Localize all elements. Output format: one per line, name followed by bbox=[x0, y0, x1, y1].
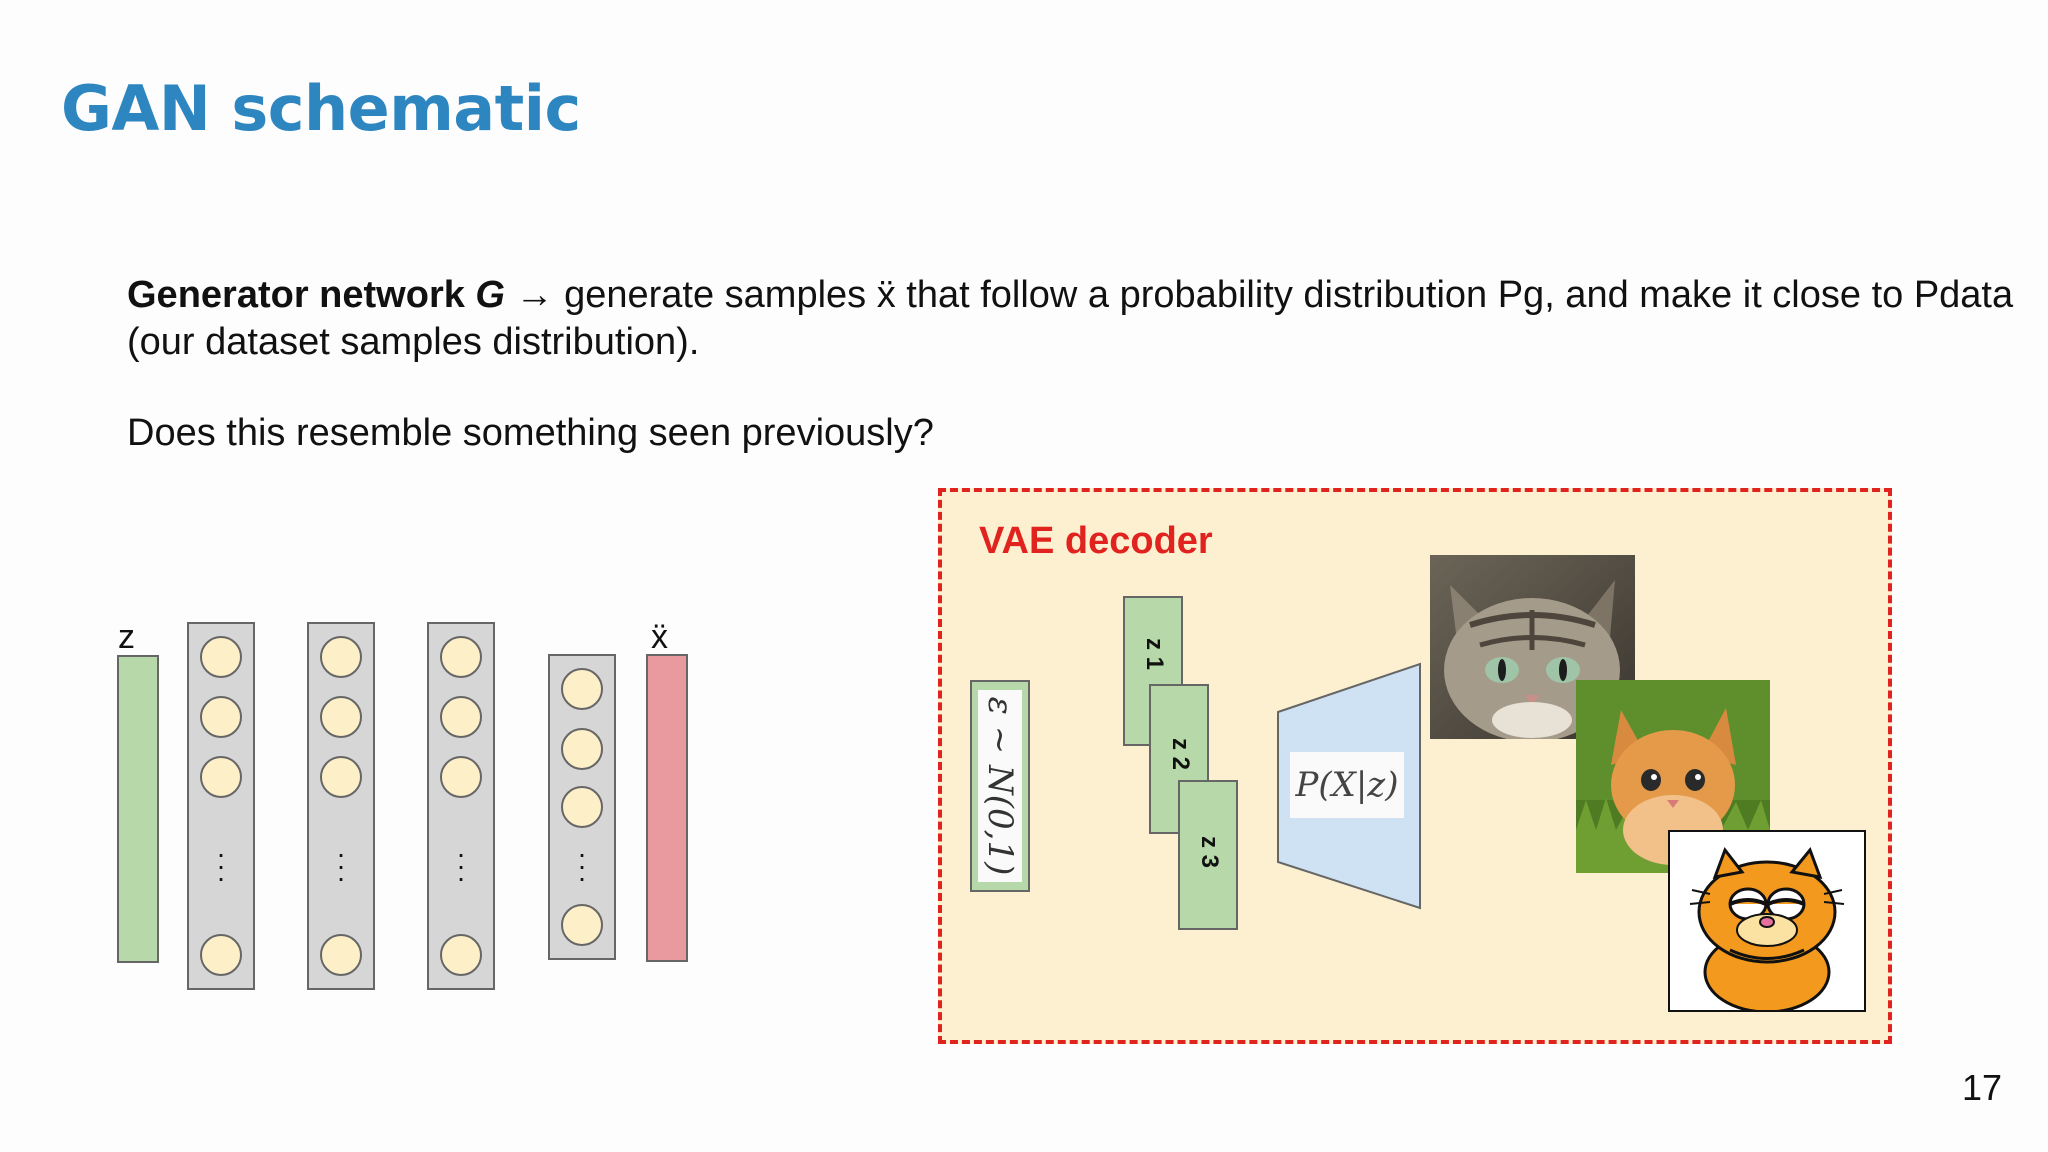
latent-label-1: z 1 bbox=[1141, 637, 1169, 671]
ellipsis-vertical-icon: ··· bbox=[577, 838, 587, 893]
ellipsis-vertical-icon: ··· bbox=[336, 838, 346, 893]
neuron bbox=[440, 934, 482, 976]
neuron bbox=[561, 786, 603, 828]
epsilon-formula: ε ~ N(0,1) bbox=[980, 696, 1020, 876]
epsilon-formula-panel bbox=[978, 690, 1022, 882]
neuron bbox=[320, 934, 362, 976]
generator-description: Generator network G → generate samples ẍ… bbox=[127, 272, 2027, 366]
latent-label-2: z 2 bbox=[1167, 737, 1195, 771]
ellipsis-vertical-icon: ··· bbox=[216, 838, 226, 893]
neuron bbox=[200, 934, 242, 976]
vae-decoder-title: VAE decoder bbox=[979, 520, 1213, 562]
neuron bbox=[561, 904, 603, 946]
generator-text: → generate samples ẍ that follow a proba… bbox=[127, 274, 2014, 363]
latent-label-3: z 3 bbox=[1196, 835, 1224, 869]
neuron bbox=[440, 636, 482, 678]
latent-card-3 bbox=[1178, 780, 1238, 930]
decoder-formula: P(X|z) bbox=[1290, 752, 1404, 818]
neuron bbox=[320, 636, 362, 678]
garfield-cartoon-image bbox=[1668, 830, 1866, 1012]
neuron bbox=[440, 696, 482, 738]
neuron bbox=[320, 756, 362, 798]
generator-symbol: G bbox=[475, 274, 505, 316]
latent-vector-z bbox=[117, 655, 159, 963]
hidden-layer-1 bbox=[187, 622, 255, 990]
page-number: 17 bbox=[1961, 1067, 2002, 1108]
ellipsis-vertical-icon: ··· bbox=[456, 838, 466, 893]
neuron bbox=[561, 668, 603, 710]
input-z-label: z bbox=[118, 618, 135, 656]
hidden-layer-3 bbox=[427, 622, 495, 990]
hidden-layer-2 bbox=[307, 622, 375, 990]
generator-label: Generator network bbox=[127, 274, 476, 316]
slide-title: GAN schematic bbox=[61, 72, 581, 145]
tabby-cat-image bbox=[1430, 555, 1635, 739]
question-text: Does this resemble something seen previo… bbox=[127, 412, 934, 454]
neuron bbox=[200, 696, 242, 738]
generated-sample-vector bbox=[646, 654, 688, 962]
neuron bbox=[200, 756, 242, 798]
output-x-label: ẍ bbox=[651, 618, 668, 656]
neuron bbox=[200, 636, 242, 678]
neuron bbox=[320, 696, 362, 738]
neuron bbox=[440, 756, 482, 798]
neuron bbox=[561, 728, 603, 770]
